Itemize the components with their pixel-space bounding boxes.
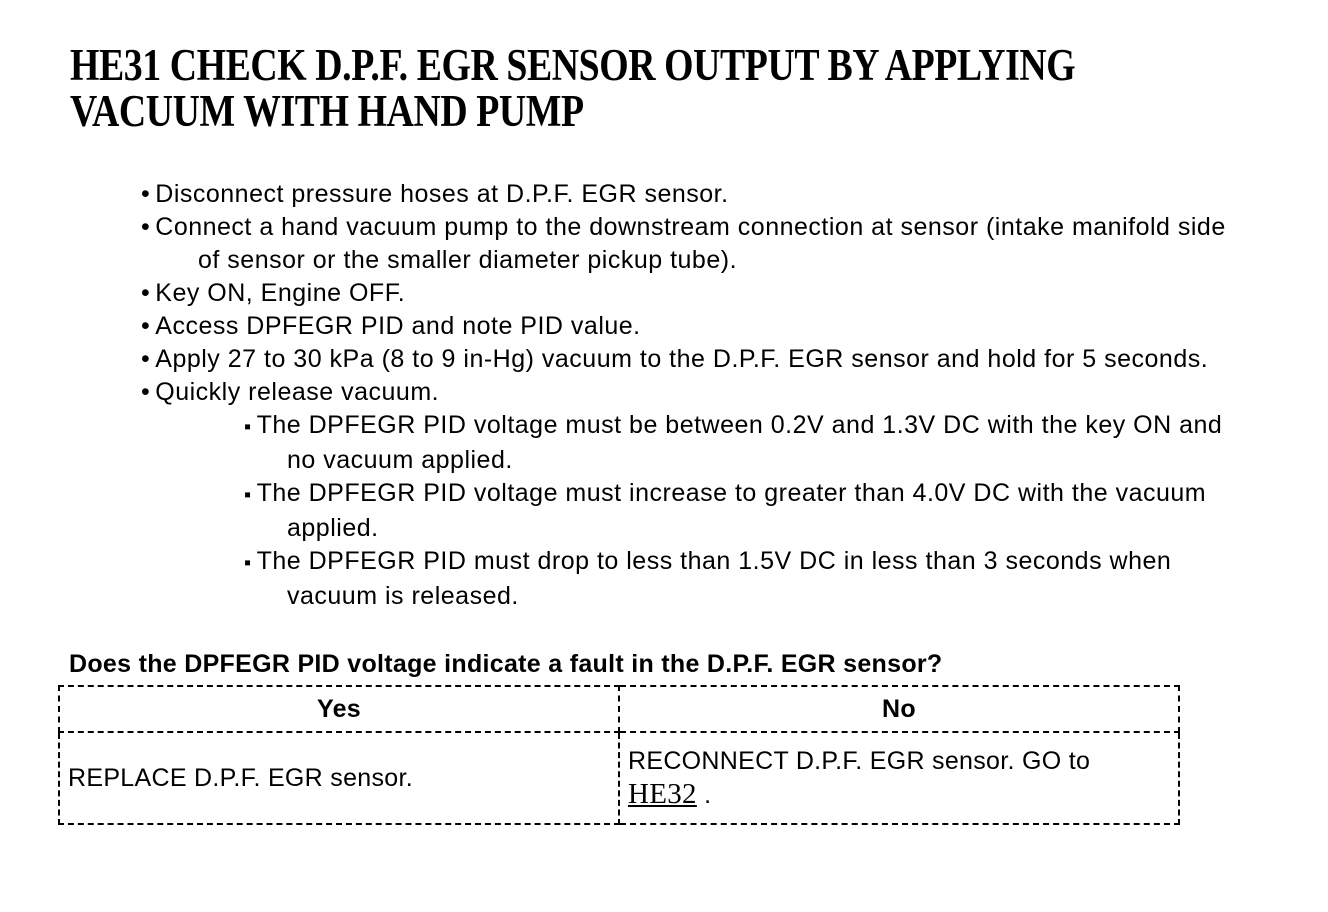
substep-text: The DPFEGR PID voltage must increase to … — [256, 479, 1207, 542]
decision-table-body-row: REPLACE D.P.F. EGR sensor. RECONNECT D.P… — [58, 731, 1180, 825]
procedure-step: •Key ON, Engine OFF. — [141, 277, 1251, 310]
bullet-icon: • — [141, 279, 151, 307]
step-text: Key ON, Engine OFF. — [155, 279, 406, 307]
procedure-substep: ▪The DPFEGR PID must drop to less than 1… — [244, 545, 1251, 613]
procedure-step: •Quickly release vacuum. ▪The DPFEGR PID… — [141, 376, 1251, 613]
step-text: Apply 27 to 30 kPa (8 to 9 in-Hg) vacuum… — [155, 345, 1209, 373]
yes-action-cell: REPLACE D.P.F. EGR sensor. — [58, 731, 620, 825]
square-bullet-icon: ▪ — [244, 416, 252, 438]
substep-text: The DPFEGR PID must drop to less than 1.… — [256, 547, 1172, 610]
procedure-step: •Connect a hand vacuum pump to the downs… — [141, 211, 1251, 277]
procedure-sublist: ▪The DPFEGR PID voltage must be between … — [244, 409, 1251, 613]
page-title-line-2: VACUUM WITH HAND PUMP — [70, 86, 584, 136]
yes-action-text: REPLACE D.P.F. EGR sensor. — [68, 763, 413, 792]
no-action-text: RECONNECT D.P.F. EGR sensor. GO to — [628, 746, 1091, 775]
procedure-step: •Access DPFEGR PID and note PID value. — [141, 310, 1251, 343]
procedure-step: •Disconnect pressure hoses at D.P.F. EGR… — [141, 178, 1251, 211]
page-title: HE31 CHECK D.P.F. EGR SENSOR OUTPUT BY A… — [70, 42, 1127, 134]
no-column-header: No — [618, 685, 1180, 733]
step-text: Disconnect pressure hoses at D.P.F. EGR … — [155, 180, 729, 208]
decision-table-header-row: Yes No — [58, 685, 1180, 733]
square-bullet-icon: ▪ — [244, 484, 252, 506]
procedure-list: •Disconnect pressure hoses at D.P.F. EGR… — [141, 178, 1251, 613]
document-page: HE31 CHECK D.P.F. EGR SENSOR OUTPUT BY A… — [58, 42, 1251, 825]
yes-column-header: Yes — [58, 685, 620, 733]
no-action-suffix: . — [696, 780, 712, 809]
procedure-step: •Apply 27 to 30 kPa (8 to 9 in-Hg) vacuu… — [141, 343, 1251, 376]
he32-link[interactable]: HE32 — [628, 777, 697, 810]
bullet-icon: • — [141, 213, 151, 241]
step-text: Quickly release vacuum. — [155, 378, 440, 406]
substep-text: The DPFEGR PID voltage must be between 0… — [256, 411, 1223, 474]
step-text: Access DPFEGR PID and note PID value. — [155, 312, 641, 340]
decision-table: Yes No REPLACE D.P.F. EGR sensor. RECONN… — [58, 685, 1180, 825]
bullet-icon: • — [141, 378, 151, 406]
bullet-icon: • — [141, 180, 151, 208]
procedure-substep: ▪The DPFEGR PID voltage must increase to… — [244, 477, 1251, 545]
bullet-icon: • — [141, 345, 151, 373]
square-bullet-icon: ▪ — [244, 552, 252, 574]
page-title-line-1: HE31 CHECK D.P.F. EGR SENSOR OUTPUT BY A… — [70, 40, 1076, 90]
bullet-icon: • — [141, 312, 151, 340]
procedure-substep: ▪The DPFEGR PID voltage must be between … — [244, 409, 1251, 477]
step-text: Connect a hand vacuum pump to the downst… — [155, 213, 1226, 274]
question-text: Does the DPFEGR PID voltage indicate a f… — [69, 650, 943, 678]
